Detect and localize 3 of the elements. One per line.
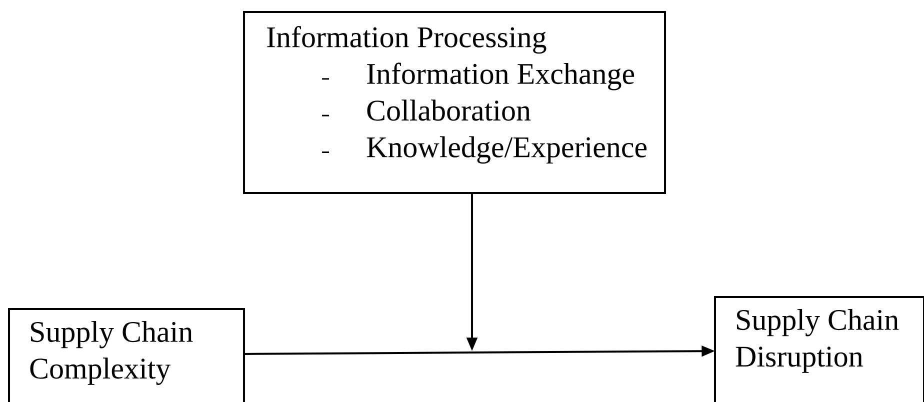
process-box: Supply Chain Disruption xyxy=(714,296,924,402)
process-box: Supply Chain Complexity xyxy=(8,308,245,402)
process-box: Information Processing Information Exchange Collaboration Knowledge/Experience xyxy=(243,11,666,194)
